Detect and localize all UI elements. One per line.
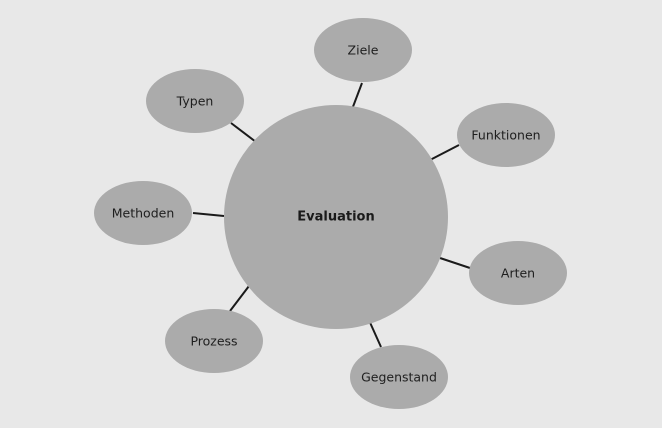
center-node-evaluation: Evaluation	[224, 105, 448, 329]
node-ziele-shape	[314, 18, 412, 82]
connector-funktionen	[429, 144, 460, 161]
node-prozess-label: Prozess	[190, 334, 237, 349]
node-methoden-shape	[94, 181, 192, 245]
node-ziele: Ziele	[314, 18, 412, 82]
node-typen: Typen	[146, 69, 244, 133]
node-prozess: Prozess	[165, 309, 263, 373]
node-methoden: Methoden	[94, 181, 192, 245]
connector-methoden	[192, 212, 225, 217]
node-typen-shape	[146, 69, 244, 133]
node-funktionen: Funktionen	[457, 103, 555, 167]
node-gegenstand-shape	[350, 345, 448, 409]
node-ziele-label: Ziele	[348, 43, 379, 58]
node-gegenstand: Gegenstand	[350, 345, 448, 409]
connector-arten	[439, 257, 471, 269]
node-arten: Arten	[469, 241, 567, 305]
node-prozess-shape	[165, 309, 263, 373]
node-arten-label: Arten	[501, 266, 535, 281]
node-funktionen-shape	[457, 103, 555, 167]
center-node-shape	[224, 105, 448, 329]
node-typen-label: Typen	[176, 94, 214, 109]
connector-prozess	[229, 285, 250, 312]
node-methoden-label: Methoden	[112, 206, 175, 221]
node-funktionen-label: Funktionen	[471, 128, 540, 143]
node-arten-shape	[469, 241, 567, 305]
center-node-label: Evaluation	[297, 210, 374, 225]
node-gegenstand-label: Gegenstand	[361, 370, 437, 385]
connector-typen	[230, 122, 257, 143]
